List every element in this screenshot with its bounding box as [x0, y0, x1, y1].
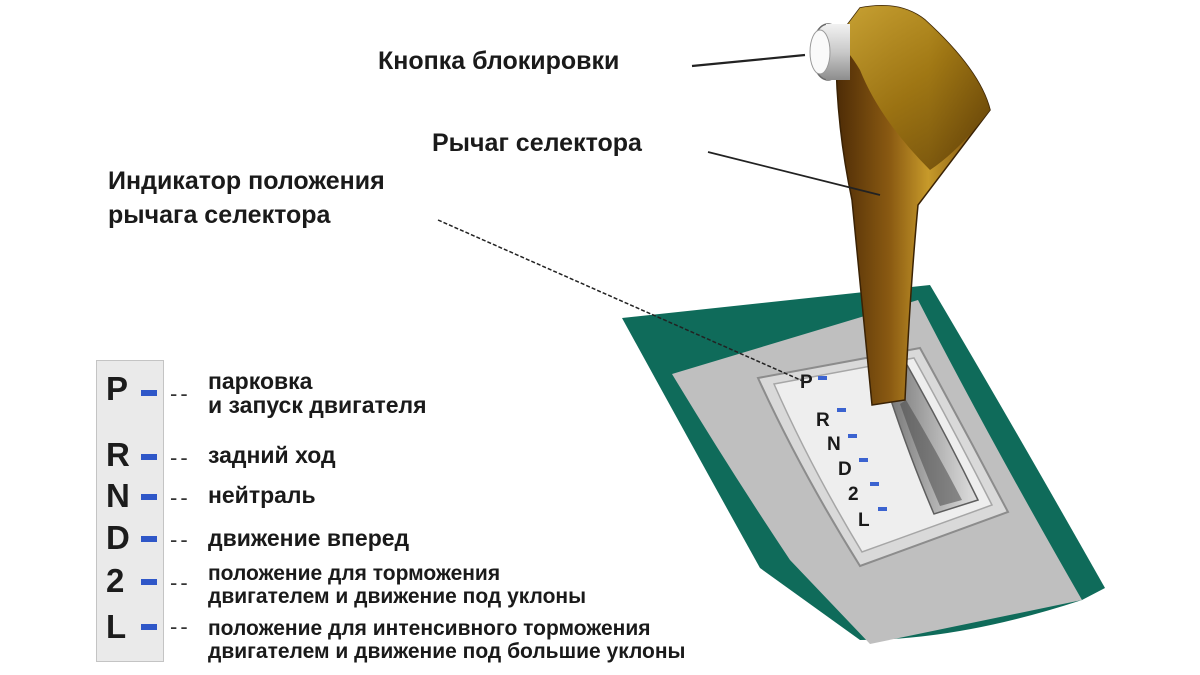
legend-desc-line1: нейтраль	[208, 482, 316, 508]
callout-lock-button: Кнопка блокировки	[378, 47, 620, 75]
legend-gear-mark	[141, 624, 157, 630]
gate-mark	[878, 507, 887, 511]
legend-dashes: --	[170, 381, 191, 406]
callout-selector-lever: Рычаг селектора	[432, 129, 642, 157]
legend-dashes: --	[170, 614, 191, 639]
legend-gear-mark	[141, 454, 157, 460]
legend-gear-letter: P	[106, 370, 129, 407]
legend-gear-letter: R	[106, 436, 130, 473]
gate-letter: P	[800, 372, 813, 393]
gate-mark	[859, 458, 868, 462]
legend-desc-line1: положение для интенсивного торможения	[208, 617, 651, 640]
legend-dashes: --	[170, 445, 191, 470]
legend-gear-mark	[141, 536, 157, 542]
selector-knob	[836, 5, 990, 171]
legend-gear-letter: N	[106, 477, 130, 514]
legend-desc-line1: движение вперед	[208, 525, 410, 551]
gear-slot-shadow	[900, 400, 962, 506]
callout-position-indicator-line1: Индикатор положения	[108, 167, 385, 195]
legend-gear-mark	[141, 579, 157, 585]
legend-gear-mark	[141, 494, 157, 500]
leader-selector-lever	[707, 151, 881, 196]
legend-gear-letter: 2	[106, 562, 125, 599]
legend-desc-line2: и запуск двигателя	[208, 392, 427, 418]
legend-desc-line1: положение для торможения	[208, 562, 501, 585]
legend-dashes: --	[170, 485, 191, 510]
gate-letter: D	[838, 459, 852, 480]
gate-letter: N	[827, 434, 841, 455]
legend-panel	[96, 360, 164, 662]
legend-dashes: --	[170, 527, 191, 552]
leader-lock-button	[691, 53, 806, 68]
legend-desc-line2: двигателем и движение под большие уклоны	[208, 640, 686, 663]
legend-gear-letter: L	[106, 608, 127, 645]
gate-mark	[848, 434, 857, 438]
gate-letters: P R N D 2 L	[800, 372, 887, 531]
gate-mark	[870, 482, 879, 486]
gate-letter: R	[816, 410, 830, 431]
legend-gear-mark	[141, 390, 157, 396]
lock-button-icon	[809, 23, 850, 81]
gate-mark	[818, 376, 827, 380]
gate-letter: 2	[848, 484, 859, 505]
leader-position-indicator	[437, 219, 806, 383]
gate-letter: L	[858, 510, 870, 531]
legend-dashes: --	[170, 570, 191, 595]
gate-mark	[837, 408, 846, 412]
callout-position-indicator-line2: рычага селектора	[108, 201, 331, 229]
legend-desc-line1: парковка	[208, 368, 313, 394]
legend-desc-line1: задний ход	[208, 442, 336, 468]
legend-gear-letter: D	[106, 519, 130, 556]
legend-desc-line2: двигателем и движение под уклоны	[208, 585, 587, 608]
